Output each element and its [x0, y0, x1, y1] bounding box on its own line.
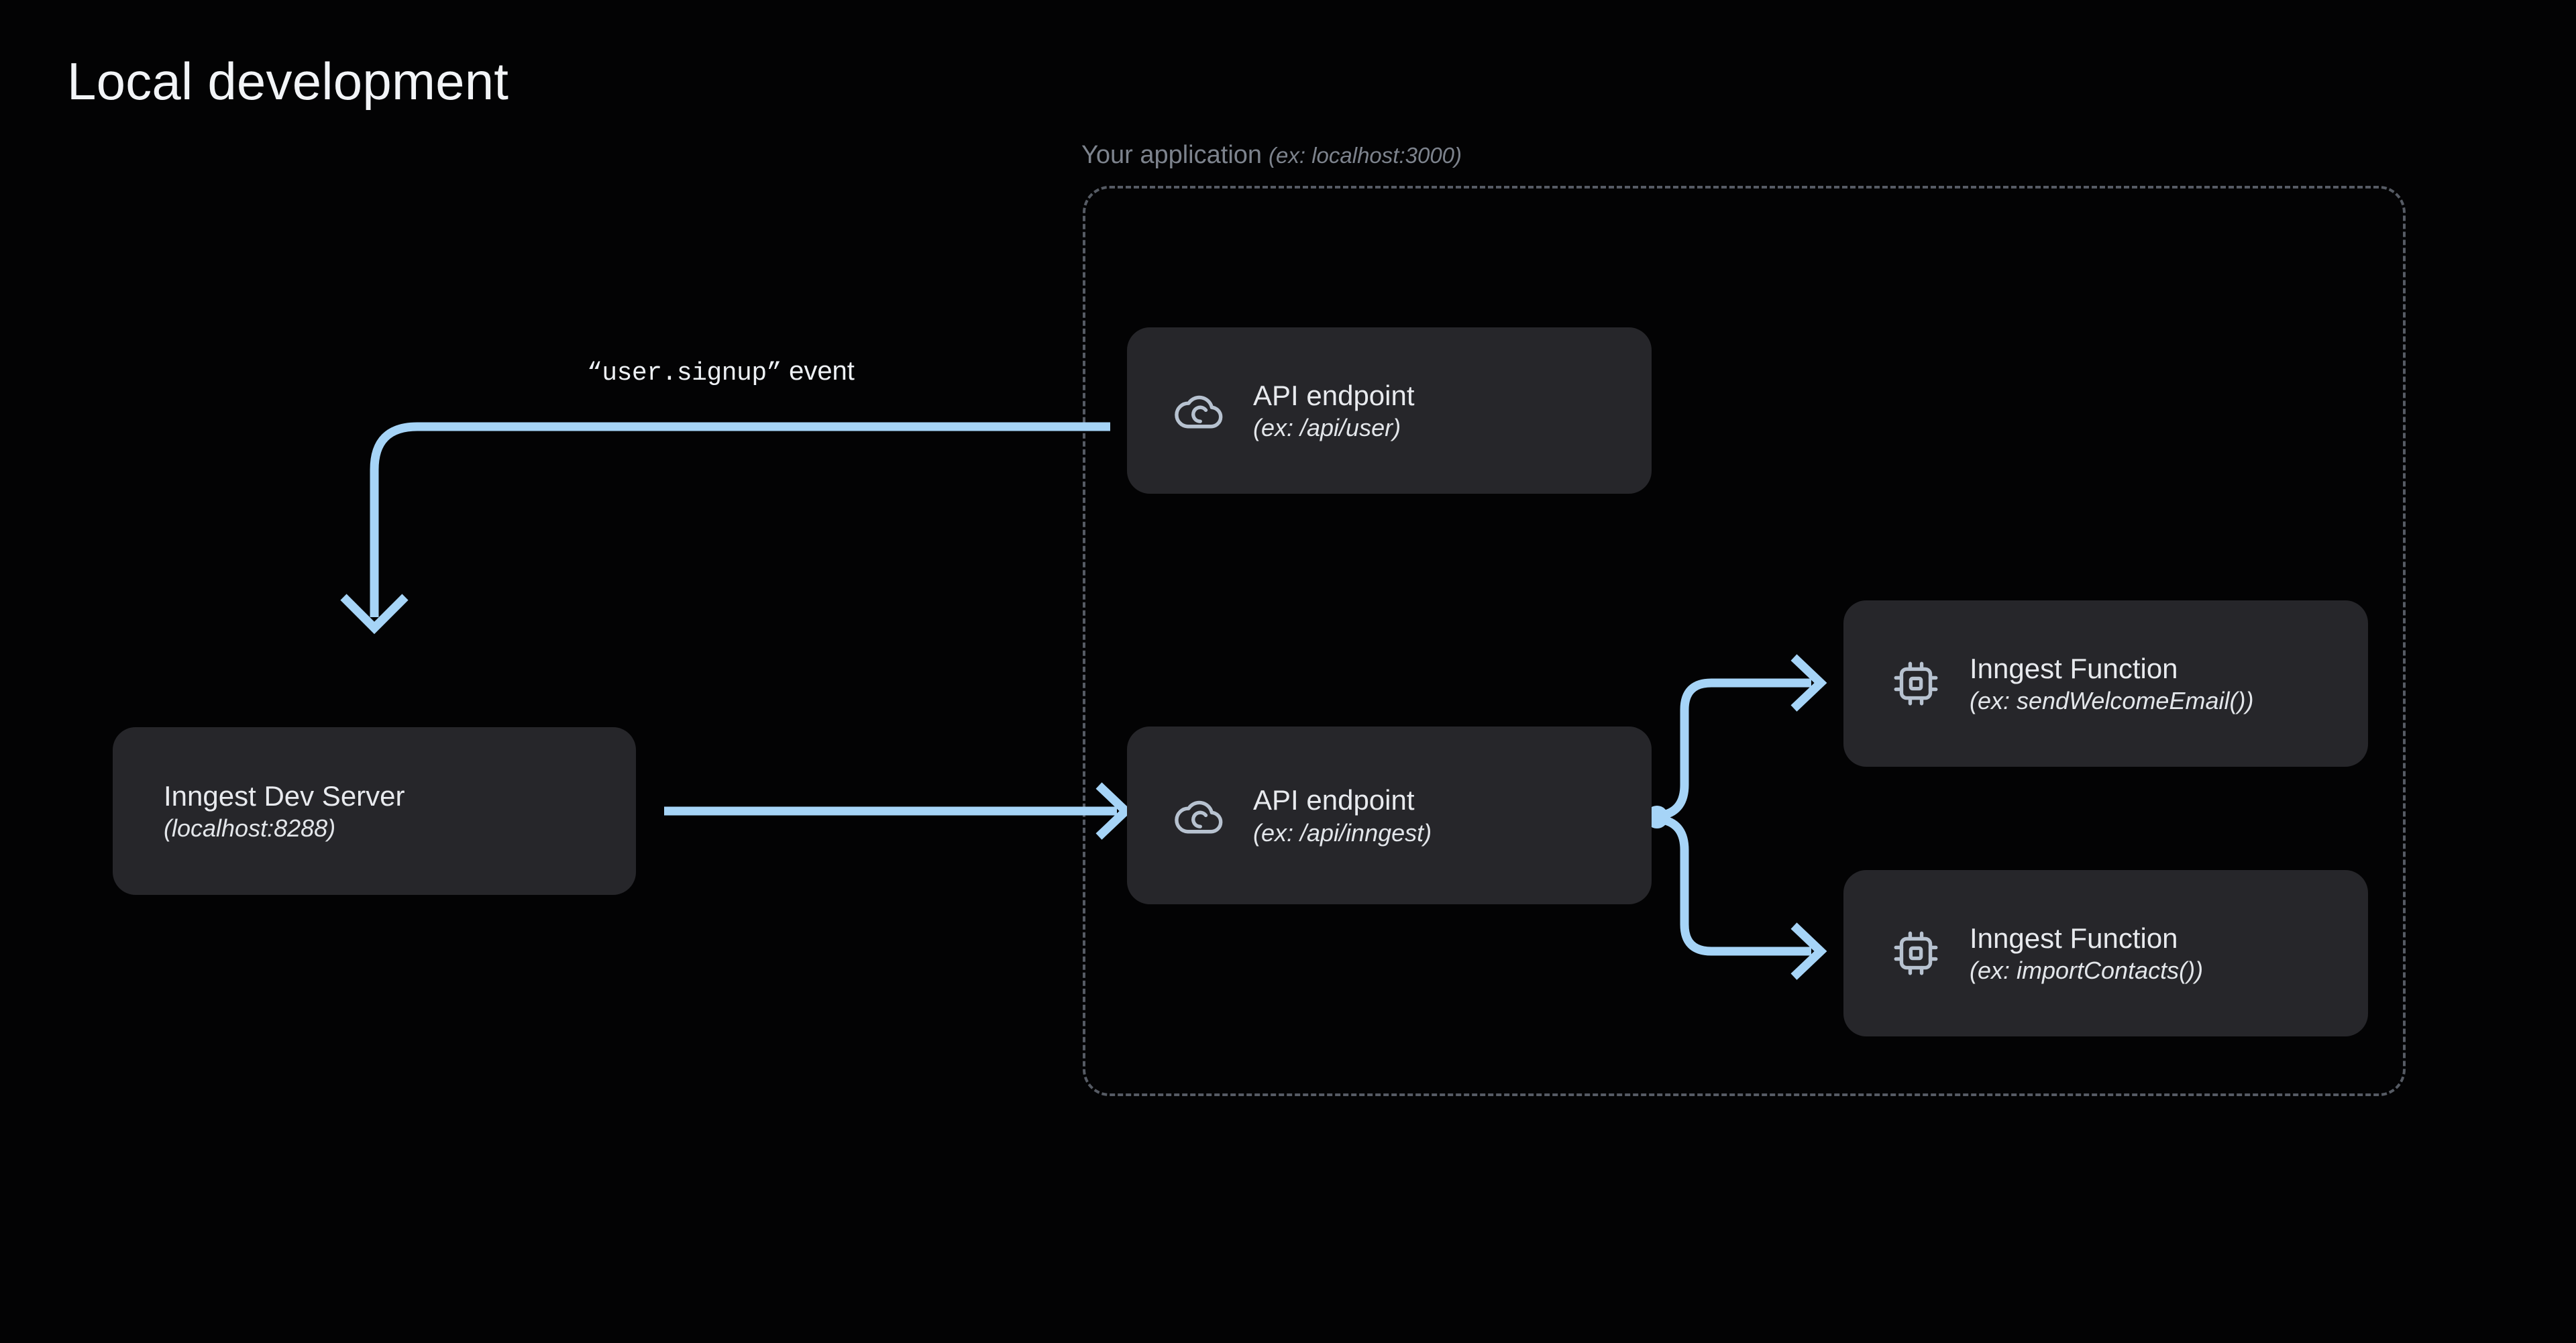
node-text: API endpoint (ex: /api/user): [1253, 379, 1415, 443]
cloud-icon: [1175, 800, 1223, 833]
cloud-icon: [1175, 395, 1223, 429]
event-label-suffix: event: [781, 356, 855, 386]
node-subtitle: (ex: importContacts()): [1970, 957, 2204, 985]
node-inngest-dev-server[interactable]: Inngest Dev Server (localhost:8288): [113, 727, 636, 895]
node-title: Inngest Dev Server: [164, 780, 405, 812]
node-text: Inngest Function (ex: importContacts()): [1970, 922, 2203, 985]
node-inngest-function-send-welcome-email[interactable]: Inngest Function (ex: sendWelcomeEmail()…: [1843, 600, 2368, 767]
page-title: Local development: [67, 52, 509, 111]
node-subtitle: (localhost:8288): [164, 814, 336, 843]
wire-api-user-to-dev-server: [370, 422, 1110, 617]
node-text: Inngest Dev Server (localhost:8288): [164, 780, 405, 843]
cpu-chip-icon: [1894, 931, 1938, 975]
container-label-sub: (ex: localhost:3000): [1269, 143, 1462, 168]
container-label: Your application(ex: localhost:3000): [1081, 141, 1462, 170]
event-name-code: “user.signup”: [587, 359, 782, 388]
arrowhead-down-dev-server: [340, 594, 409, 635]
node-text: API endpoint (ex: /api/inngest): [1253, 784, 1432, 847]
node-api-endpoint-inngest[interactable]: API endpoint (ex: /api/inngest): [1127, 727, 1652, 904]
application-boundary: [1083, 186, 2406, 1096]
node-text: Inngest Function (ex: sendWelcomeEmail()…: [1970, 652, 2253, 716]
node-title: API endpoint: [1253, 379, 1415, 411]
container-label-main: Your application: [1081, 141, 1263, 169]
node-subtitle: (ex: sendWelcomeEmail()): [1970, 687, 2254, 715]
event-connector-label: “user.signup” event: [587, 356, 855, 388]
cpu-chip-icon: [1894, 661, 1938, 706]
node-title: API endpoint: [1253, 784, 1415, 816]
node-title: Inngest Function: [1970, 652, 2178, 684]
node-subtitle: (ex: /api/inngest): [1253, 818, 1432, 847]
node-subtitle: (ex: /api/user): [1253, 414, 1401, 442]
node-api-endpoint-user[interactable]: API endpoint (ex: /api/user): [1127, 327, 1652, 494]
node-inngest-function-import-contacts[interactable]: Inngest Function (ex: importContacts()): [1843, 870, 2368, 1036]
node-title: Inngest Function: [1970, 922, 2178, 954]
